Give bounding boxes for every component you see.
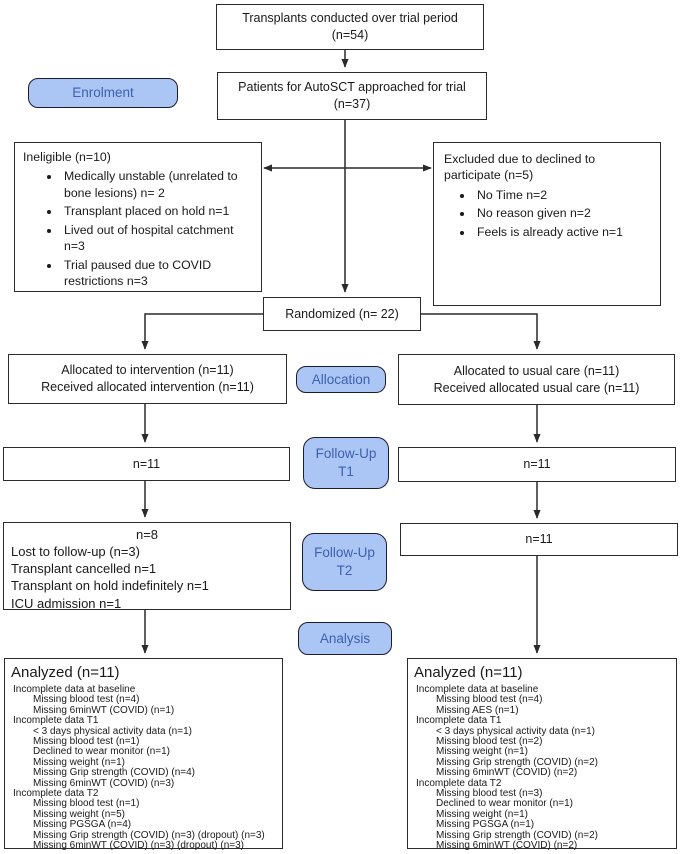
analyzed-detail-line: Incomplete data T2 (13, 788, 99, 800)
analyzed-detail-line: Missing blood test (n=3) (436, 788, 543, 800)
t2-detail-line: Lost to follow-up (n=3) (11, 544, 140, 560)
stage-label-followup-t2-line1: Follow-Up (314, 545, 375, 561)
box-transplants-total: Transplants conducted over trial period … (216, 4, 484, 50)
box-transplants-line1: Transplants conducted over trial period (242, 11, 458, 26)
box-t1-usual-care-count: n=11 (523, 457, 551, 472)
stage-label-followup-t1-line2: T1 (338, 464, 354, 479)
analyzed-detail-line: < 3 days physical activity data (n=1) (436, 725, 595, 737)
stage-label-followup-t1: Follow-Up T1 (303, 437, 389, 489)
box-approached: Patients for AutoSCT approached for tria… (217, 72, 487, 120)
analyzed-detail-line: Missing weight (n=1) (33, 756, 125, 768)
excluded-bullet-item: Feels is already active n=1 (474, 224, 650, 240)
box-allocated-usual-care-line1: Allocated to usual care (n=11) (453, 363, 620, 378)
connector-randomized-to-usualcare (421, 313, 541, 350)
box-ineligible-bullet-list: Medically unstable (unrelated to bone le… (23, 168, 253, 289)
stage-label-allocation-text: Allocation (311, 371, 371, 387)
analyzed-detail-line: Incomplete data T1 (416, 715, 502, 727)
box-approached-count: (n=37) (333, 97, 371, 111)
t2-detail-line: ICU admission n=1 (11, 595, 122, 611)
box-allocated-intervention-line1: Allocated to intervention (n=11) (61, 363, 234, 378)
box-excluded-bullet-list: No Time n=2 No reason given n=2Feels is a… (444, 187, 650, 240)
analyzed-detail-line: Missing weight (n=5) (33, 808, 125, 820)
box-analyzed-intervention-title: Analyzed (n=11) (11, 664, 120, 681)
box-analyzed-intervention: Analyzed (n=11) Incomplete data at basel… (4, 658, 283, 852)
analyzed-detail-line: Missing 6minWT (COVID) (n=3) (dropout) (… (33, 840, 244, 852)
box-t2-intervention-count: n=8 (135, 527, 159, 542)
box-t1-intervention: n=11 (3, 447, 290, 481)
box-t2-usual-care-count: n=11 (525, 532, 553, 547)
box-randomized: Randomized (n= 22) (263, 297, 421, 331)
analyzed-detail-line: Incomplete data T2 (416, 777, 502, 789)
t2-detail-line: Transplant cancelled n=1 (11, 561, 157, 577)
analyzed-detail-line: Incomplete data at baseline (13, 684, 136, 695)
t2-detail-line: Transplant on hold indefinitely n=1 (11, 578, 209, 594)
analyzed-detail-line: Missing blood test (n=4) (436, 694, 543, 706)
box-t1-intervention-count: n=11 (132, 456, 161, 471)
box-transplants-count: (n=54) (331, 28, 369, 42)
analyzed-detail-line: Missing AES (n=1) (436, 704, 519, 716)
stage-label-allocation: Allocation (296, 366, 386, 393)
ineligible-bullet-item: Transplant placed on hold n=1 (61, 203, 253, 219)
ineligible-bullet-item: Lived out of hospital catchment n=3 (61, 222, 253, 255)
analyzed-detail-line: Incomplete data at baseline (416, 684, 539, 695)
box-approached-line1: Patients for AutoSCT approached for tria… (238, 80, 466, 95)
stage-label-followup-t2-line2: T2 (336, 563, 353, 578)
analyzed-detail-line: Declined to wear monitor (n=1) (33, 746, 171, 758)
analyzed-detail-line: Missing blood test (n=1) (33, 798, 140, 810)
analyzed-detail-line: Missing Grip strength (COVID) (n=2) (436, 756, 598, 768)
analyzed-detail-line: Incomplete data T1 (13, 715, 99, 727)
analyzed-detail-line: Missing Grip strength (COVID) (n=2) (436, 829, 598, 841)
analyzed-detail-line: Missing Grip strength (COVID) (n=3) (dro… (33, 829, 265, 841)
stage-label-analysis: Analysis (298, 622, 392, 655)
box-allocated-usual-care: Allocated to usual care (n=11) Received … (398, 354, 675, 405)
analyzed-detail-line: Missing 6minWT (COVID) (n=2) (436, 840, 578, 852)
analyzed-detail-line: Missing PGSGA (n=1) (436, 819, 535, 831)
box-analyzed-usual-care: Analyzed (n=11) Incomplete data at basel… (407, 658, 677, 852)
analyzed-detail-line: Missing blood test (n=4) (33, 694, 140, 706)
ineligible-bullet-item: Medically unstable (unrelated to bone le… (61, 168, 253, 201)
analyzed-detail-line: Missing weight (n=1) (436, 808, 528, 820)
analyzed-detail-line: Missing blood test (n=1) (33, 736, 140, 748)
box-randomized-text: Randomized (n= 22) (285, 306, 399, 321)
analyzed-detail-line: Missing PGSGA (n=4) (33, 819, 132, 831)
analyzed-detail-line: Missing 6minWT (COVID) (n=1) (33, 704, 175, 716)
analyzed-detail-line: Missing Grip strength (COVID) (n=4) (33, 767, 195, 779)
stage-label-enrolment: Enrolment (28, 78, 178, 108)
ineligible-bullet-item: Trial paused due to COVID restrictions n… (61, 257, 253, 290)
analyzed-detail-line: Declined to wear monitor (n=1) (436, 798, 574, 810)
box-excluded-title: Excluded due to declined to participate … (444, 152, 596, 183)
analyzed-detail-line: Missing weight (n=1) (436, 746, 528, 758)
excluded-bullet-item: No reason given n=2 (474, 205, 650, 221)
box-ineligible-title: Ineligible (n=10) (23, 150, 111, 164)
box-allocated-intervention-line2: Received allocated intervention (n=11) (41, 380, 254, 394)
box-t2-usual-care: n=11 (400, 523, 678, 556)
box-allocated-usual-care-line2: Received allocated usual care (n=11) (433, 380, 640, 395)
stage-label-enrolment-text: Enrolment (72, 85, 134, 101)
analyzed-detail-line: < 3 days physical activity data (n=1) (33, 725, 192, 737)
stage-label-followup-t2: Follow-Up T2 (302, 533, 387, 591)
stage-label-analysis-text: Analysis (319, 630, 371, 646)
analyzed-detail-line: Missing 6minWT (COVID) (n=3) (33, 777, 175, 789)
box-t2-intervention-detail-list: Lost to follow-up (n=3)Transplant cancel… (11, 543, 283, 612)
excluded-bullet-item: No Time n=2 (474, 187, 650, 203)
analyzed-detail-line: Missing blood test (n=2) (436, 736, 543, 748)
box-excluded: Excluded due to declined to participate … (433, 142, 661, 306)
stage-label-followup-t1-line1: Follow-Up (315, 446, 377, 462)
box-ineligible: Ineligible (n=10) Medically unstable (un… (14, 142, 262, 292)
box-analyzed-usual-care-title: Analyzed (n=11) (414, 664, 523, 681)
analyzed-detail-line: Missing 6minWT (COVID) (n=2) (436, 767, 578, 779)
box-t2-intervention: n=8 Lost to follow-up (n=3)Transplant ca… (3, 522, 291, 612)
box-t1-usual-care: n=11 (398, 447, 676, 482)
box-allocated-intervention: Allocated to intervention (n=11) Receive… (8, 354, 287, 404)
connector-randomized-to-intervention (141, 313, 263, 350)
